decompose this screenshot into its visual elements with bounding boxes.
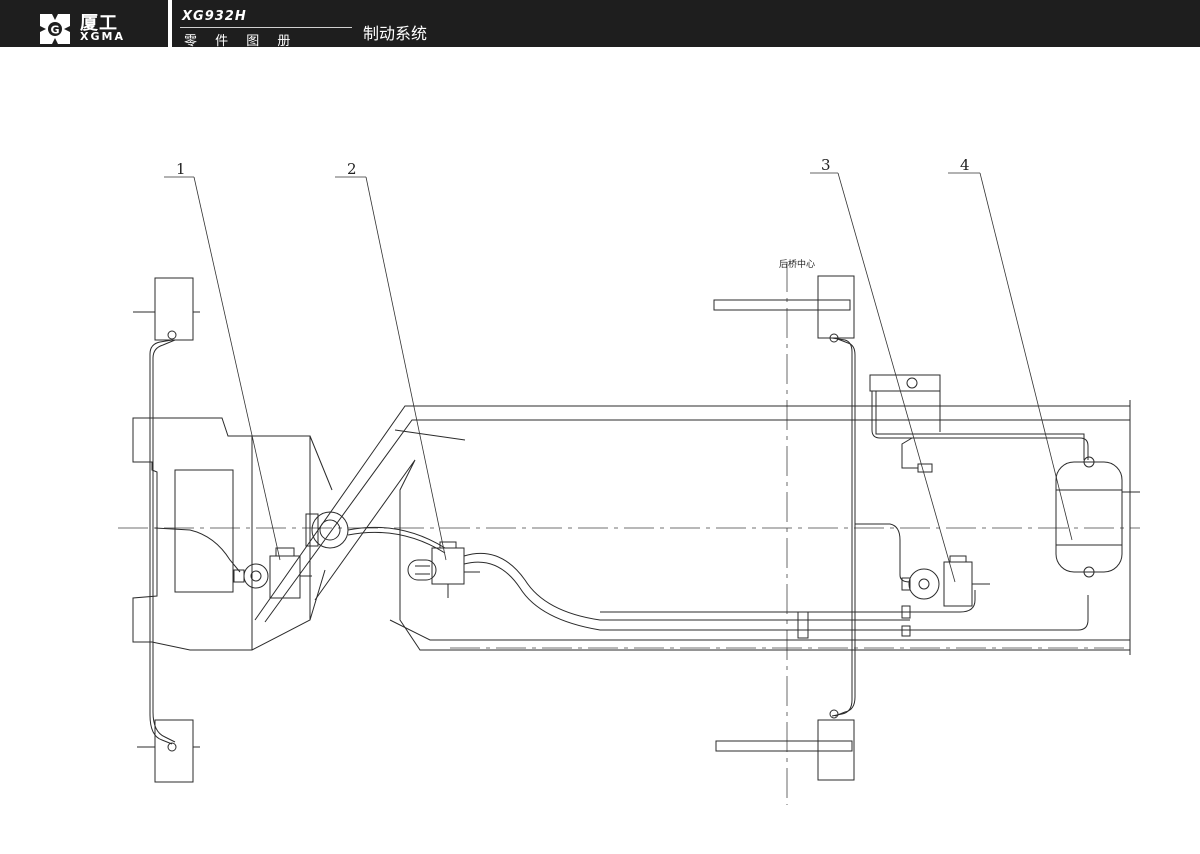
callout-1: 1 bbox=[176, 160, 186, 178]
catalog-label: 零 件 图 册 bbox=[184, 34, 298, 49]
relay-valve-assembly bbox=[869, 374, 1089, 473]
rear-piping bbox=[600, 523, 1089, 639]
xgma-logo-icon: G bbox=[40, 14, 70, 44]
rear-axle bbox=[713, 275, 856, 781]
callout-4: 4 bbox=[960, 156, 970, 174]
front-frame bbox=[132, 417, 333, 651]
callout-3: 3 bbox=[821, 156, 831, 174]
centerlines bbox=[118, 262, 1140, 805]
leader-lines bbox=[164, 172, 1073, 583]
page-header: G 厦工 XGMA XG932H 零 件 图 册 制动系统 bbox=[0, 0, 1200, 49]
brake-valve bbox=[407, 541, 910, 631]
callout-2: 2 bbox=[347, 160, 357, 178]
brand-name-en: XGMA bbox=[80, 30, 125, 43]
brand-name-cn: 厦工 bbox=[80, 13, 118, 34]
air-reservoir bbox=[1055, 456, 1140, 578]
rear-brake-booster bbox=[901, 555, 990, 607]
front-axle bbox=[133, 277, 200, 783]
header-divider bbox=[168, 0, 172, 47]
front-brake-booster bbox=[154, 527, 312, 599]
header-rule bbox=[180, 27, 352, 28]
section-title: 制动系统 bbox=[363, 24, 428, 43]
rear-axle-center-label: 后桥中心 bbox=[779, 258, 815, 270]
model-number: XG932H bbox=[182, 9, 247, 24]
articulation-frame bbox=[254, 400, 1131, 655]
svg-text:G: G bbox=[50, 24, 59, 37]
